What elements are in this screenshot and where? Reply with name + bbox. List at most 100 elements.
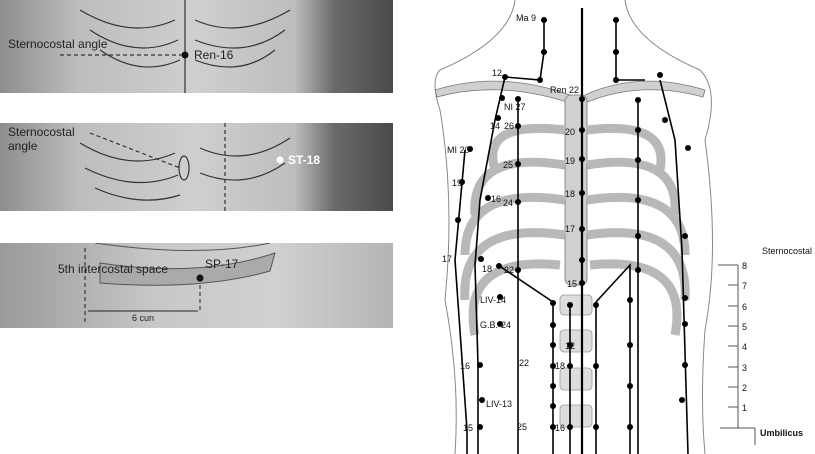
acupoint-marker <box>550 300 556 306</box>
acupoint-marker <box>613 77 619 83</box>
acupoint-marker <box>515 96 521 102</box>
acupoint-label: 2 <box>742 383 747 393</box>
acupoint-marker <box>613 17 619 23</box>
acupoint-marker <box>459 179 465 185</box>
acupoint-marker <box>627 383 633 389</box>
photo-st18: Sternocostal angle ST-18 <box>0 123 393 211</box>
acupoint-label: 16 <box>555 423 565 433</box>
acupoint-label: 22 <box>519 358 529 368</box>
torso-outline <box>434 0 713 454</box>
acupoint-label: 7 <box>742 281 747 291</box>
acupoint-marker <box>496 263 502 269</box>
acupoint-marker <box>515 123 521 129</box>
acupoint-marker <box>635 127 641 133</box>
acupoint-label: 22 <box>504 265 514 275</box>
ren16-label: Ren-16 <box>194 48 234 62</box>
acupoint-marker <box>567 363 573 369</box>
acupoint-marker <box>593 424 599 430</box>
acupoint-label: 25 <box>503 160 513 170</box>
acupoint-label: 17 <box>442 254 452 264</box>
sp17-label: SP-17 <box>205 257 239 271</box>
acupoint-marker <box>515 199 521 205</box>
acupoint-marker <box>499 95 505 101</box>
acupoint-marker <box>550 424 556 430</box>
acupoint-label: Sternocostal angle <box>762 246 815 256</box>
acupoint-label: 16 <box>460 361 470 371</box>
photo-sp17: 5th intercostal space SP-17 6 cun <box>0 243 393 328</box>
acupoint-marker <box>495 115 501 121</box>
acupoint-marker <box>635 97 641 103</box>
acupoint-marker <box>550 363 556 369</box>
acupoint-label: 24 <box>503 198 513 208</box>
acupoint-marker <box>515 161 521 167</box>
acupoint-marker <box>682 295 688 301</box>
acupoint-marker <box>579 280 585 286</box>
acupoint-label: 18 <box>565 189 575 199</box>
rib-outline <box>60 0 291 93</box>
acupoint-marker <box>685 145 691 151</box>
acupoint-label: 26 <box>504 121 514 131</box>
rib-outline <box>84 243 276 323</box>
acupoint-marker <box>541 17 547 23</box>
acupoint-marker <box>515 267 521 273</box>
acupoint-label: MI 20 <box>447 145 470 155</box>
acupoint-marker <box>502 74 508 80</box>
acupoint-label: 19 <box>452 178 462 188</box>
sternocostal-angle-label: Sternocostal angle <box>8 37 108 51</box>
acupoint-marker <box>567 342 573 348</box>
acupoint-marker <box>627 424 633 430</box>
acupoint-marker <box>477 424 483 430</box>
acupoint-marker <box>682 321 688 327</box>
acupoint-label: 14 <box>490 121 500 131</box>
acupoint-chest-diagram: Ma 9 12 Ren 22 NI 27 14 26 20 MI 20 25 1… <box>434 0 815 454</box>
acupoint-marker <box>635 157 641 163</box>
acupoint-marker <box>567 302 573 308</box>
acupoint-label: 12 <box>492 68 502 78</box>
intercostal-space-label: 5th intercostal space <box>58 262 169 276</box>
acupoint-marker <box>579 257 585 263</box>
acupoint-marker <box>635 233 641 239</box>
acupoint-marker <box>579 226 585 232</box>
acupoint-marker <box>682 362 688 368</box>
acupoint-label: 20 <box>565 127 575 137</box>
acupoint-marker <box>550 383 556 389</box>
acupoints <box>455 17 691 430</box>
acupoint-label: 18 <box>555 361 565 371</box>
acupoint-marker <box>662 117 668 123</box>
acupoint-label: NI 27 <box>504 102 526 112</box>
acupoint-marker <box>627 297 633 303</box>
acupoint-marker <box>497 294 503 300</box>
acupoint-marker <box>485 195 491 201</box>
acupoint-marker <box>478 256 484 262</box>
acupoint-label: G.B.-24 <box>480 320 511 330</box>
acupoint-label: 1 <box>742 403 747 413</box>
rib-outline <box>79 123 291 211</box>
acupoint-marker <box>635 267 641 273</box>
acupoint-marker <box>682 233 688 239</box>
acupoint-label: LIV-14 <box>480 295 506 305</box>
acupoint-marker <box>541 49 547 55</box>
sternocostal-angle-label: Sternocostal angle <box>8 125 75 153</box>
acupoint-marker <box>467 146 473 152</box>
acupoint-label: LIV-13 <box>486 399 512 409</box>
acupoint-marker <box>477 362 483 368</box>
acupoint-marker <box>479 397 485 403</box>
acupoint-marker <box>613 49 619 55</box>
acupoint-label: 19 <box>565 156 575 166</box>
acupoint-label: 16 <box>491 194 501 204</box>
ribcage <box>434 80 706 428</box>
acupoint-label: Ma 9 <box>516 13 536 23</box>
acupoint-label: 4 <box>742 342 747 352</box>
acupoint-label: Ren 22 <box>550 85 579 95</box>
acupoint-marker <box>537 77 543 83</box>
acupoint-marker <box>627 342 633 348</box>
acupoint-marker <box>635 197 641 203</box>
acupoint-label: 5 <box>742 322 747 332</box>
acupoint-marker <box>593 302 599 308</box>
acupoint-marker <box>497 321 503 327</box>
acupoint-label: 3 <box>742 363 747 373</box>
acupoint-marker <box>567 424 573 430</box>
st18-label: ST-18 <box>288 153 321 167</box>
acupoint-marker <box>550 322 556 328</box>
